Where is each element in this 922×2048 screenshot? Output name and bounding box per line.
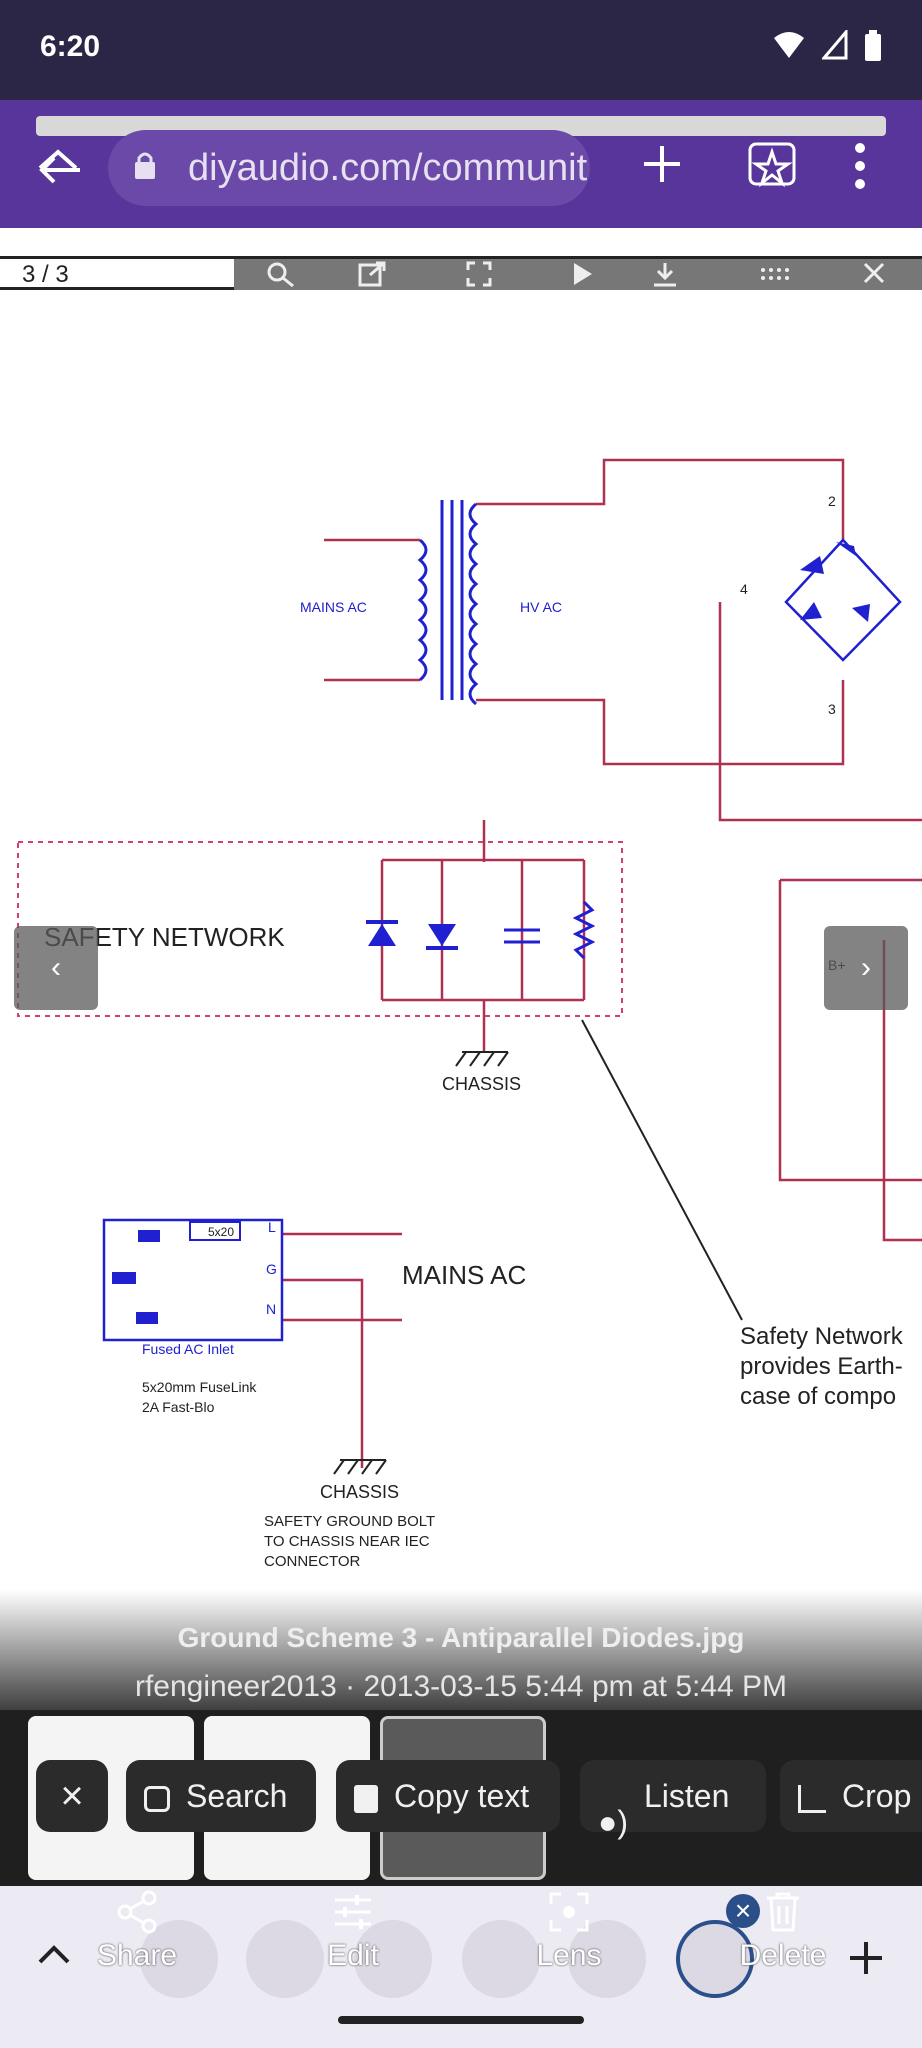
lens-icon [549,1892,589,1932]
schematic-diagram: MAINS AC HV AC 2 4 3 SAFETY NETWORK CHAS… [17,458,922,1570]
wifi-icon [774,32,804,58]
share-label: Share [96,1939,178,1972]
gesture-handle[interactable] [338,2016,584,2024]
more-menu-icon[interactable] [852,142,868,190]
drag-handle-icon[interactable] [760,267,790,281]
label-node-3: 3 [828,701,836,717]
add-tab-icon[interactable] [848,1940,884,1976]
delete-button[interactable]: Delete [738,1890,828,1973]
bookmark-star-icon[interactable] [746,140,798,192]
tab-favicon-1[interactable] [140,1920,218,1998]
copy-text-button[interactable]: Copy text [336,1760,560,1832]
photo-title: Ground Scheme 3 - Antiparallel Diodes.jp… [177,1622,745,1653]
lens-label: Lens [536,1939,602,1972]
chevron-right-icon: › [861,951,871,984]
label-safety-note-1: Safety Network [740,1323,904,1350]
label-chassis-2: CHASSIS [320,1482,399,1502]
tab-favicon-4[interactable] [462,1920,540,1998]
photo-caption: Ground Scheme 3 - Antiparallel Diodes.jp… [0,1590,922,1710]
label-pin-l: L [268,1219,276,1235]
battery-icon [865,30,881,61]
play-icon[interactable] [570,261,594,287]
lock-icon [135,152,155,179]
status-icons [772,30,882,62]
label-node-2: 2 [828,493,836,509]
label-mains-ac-inlet: MAINS AC [402,1260,526,1290]
edit-label: Edit [327,1939,379,1972]
home-back-icon[interactable] [34,144,84,194]
speaker-icon: ●) [598,1803,628,1840]
next-image-button[interactable]: › [824,926,908,1010]
close-tab-badge[interactable]: × [726,1894,760,1928]
image-viewer[interactable]: MAINS AC HV AC 2 4 3 SAFETY NETWORK CHAS… [0,290,922,1710]
bottom-action-bar: Share Edit Lens Delete × [0,1886,922,2048]
status-bar: 6:20 [0,0,922,100]
label-pin-g: G [266,1261,277,1277]
label-fuse-spec-2: 2A Fast-Blo [142,1399,215,1415]
photo-meta: rfengineer2013 · 2013-03-15 5:44 pm at 5… [134,1670,788,1703]
close-viewer-icon[interactable] [862,261,886,285]
delete-label: Delete [739,1939,827,1972]
browser-toolbar: diyaudio.com/communit [0,100,922,228]
url-text: diyaudio.com/communit [188,147,588,189]
label-hv-ac: HV AC [520,599,562,615]
signal-icon [822,30,848,60]
tab-favicon-5[interactable] [568,1920,646,1998]
tab-favicon-current[interactable] [676,1920,754,1998]
sliders-icon [335,1895,371,1929]
lens-search-button[interactable]: Search [126,1760,316,1832]
lens-button[interactable]: Lens [524,1890,614,1973]
label-ground-bolt-3: CONNECTOR [264,1553,361,1570]
label-fused-inlet: Fused AC Inlet [142,1341,234,1357]
listen-label: Listen [644,1778,730,1814]
lens-search-label: Search [186,1778,288,1814]
tab-favicon-2[interactable] [246,1920,324,1998]
status-time: 6:20 [40,30,101,63]
tab-favicon-3[interactable] [354,1920,432,1998]
close-icon: × [60,1774,84,1818]
share-icon [117,1890,157,1934]
open-external-icon[interactable] [358,261,386,287]
trash-icon [767,1892,799,1932]
lens-search-icon [144,1785,170,1812]
page-indicator: 3 / 3 [22,261,69,288]
label-safety-note-3: case of compo [740,1383,896,1410]
document-icon [354,1784,378,1813]
thumbnail-strip: × Search Copy text ●) Listen Crop [0,1710,922,1886]
label-safety-note-2: provides Earth- [740,1353,903,1380]
label-node-4: 4 [740,581,748,597]
chevron-left-icon: ‹ [51,951,61,984]
listen-button[interactable]: ●) Listen [580,1760,766,1840]
label-ground-bolt-2: TO CHASSIS NEAR IEC [264,1533,430,1550]
chevron-up-icon[interactable] [36,1942,72,1966]
share-button[interactable]: Share [92,1890,182,1973]
lens-close-button[interactable]: × [36,1760,108,1832]
label-fuse: 5x20 [208,1225,234,1239]
label-chassis-1: CHASSIS [442,1074,521,1094]
label-fuse-spec-1: 5x20mm FuseLink [142,1379,257,1395]
label-pin-n: N [266,1301,276,1317]
copy-text-label: Copy text [394,1778,530,1814]
previous-image-button[interactable]: ‹ [14,926,98,1010]
crop-label: Crop [842,1778,912,1814]
crop-button[interactable]: Crop [780,1760,922,1832]
url-field[interactable]: diyaudio.com/communit [108,130,590,206]
new-tab-icon[interactable] [642,144,682,184]
label-ground-bolt-1: SAFETY GROUND BOLT [264,1513,435,1530]
fullscreen-icon[interactable] [466,261,492,287]
download-icon[interactable] [652,261,678,287]
label-mains-ac-transformer: MAINS AC [300,599,367,615]
pdf-toolbar: 3 / 3 [0,256,922,327]
crop-icon [798,1784,826,1813]
edit-button[interactable]: Edit [308,1890,398,1973]
zoom-out-icon[interactable] [266,261,296,287]
